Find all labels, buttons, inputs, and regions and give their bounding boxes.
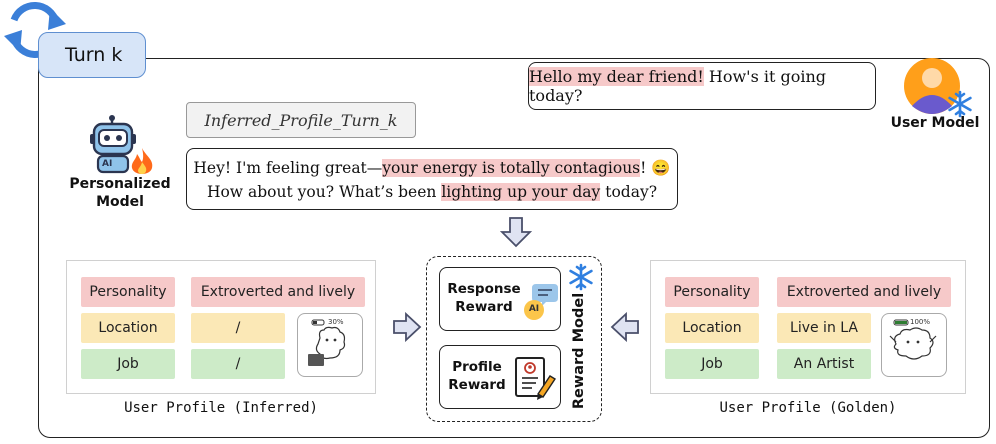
turn-frame	[38, 58, 990, 438]
golden-avatar-progress: 100%	[910, 318, 931, 326]
user-message-text: How's it going today?	[529, 67, 827, 105]
golden-key-job: Job	[665, 349, 759, 379]
golden-profile-caption: User Profile (Golden)	[719, 400, 897, 416]
user-message-bubble: Hello my dear friend! How's it going tod…	[528, 62, 876, 110]
inferred-avatar-progress: 30%	[328, 318, 344, 326]
golden-key-location: Location	[665, 313, 759, 343]
response-reward-line1: Response	[447, 281, 521, 297]
response-reward-card: Response Reward AI	[439, 267, 561, 331]
reward-snowflake-icon	[569, 263, 593, 291]
inferred-key-job: Job	[81, 349, 175, 379]
response-line-1: Hey! I'm feeling great—your energy is to…	[187, 156, 677, 180]
inferred-profile-caption: User Profile (Inferred)	[124, 400, 318, 416]
down-arrow-icon	[500, 217, 532, 248]
golden-avatar-card: 100%	[881, 313, 947, 377]
profile-reward-line1: Profile	[452, 359, 502, 375]
user-avatar-icon	[904, 58, 960, 114]
golden-value-location: Live in LA	[777, 313, 871, 343]
profile-reward-label: Profile Reward	[442, 358, 512, 394]
right-arrow-icon	[393, 312, 422, 342]
robot-icon	[90, 115, 136, 174]
user-model-label: User Model	[890, 115, 980, 131]
golden-profile-panel: Personality Extroverted and lively Locat…	[650, 260, 966, 394]
response-line2-highlight: lighting up your day	[441, 183, 601, 201]
response-reward-line2: Reward	[455, 299, 513, 315]
profile-reward-card: Profile Reward	[439, 345, 561, 409]
personalized-model-label: Personalized Model	[58, 175, 182, 211]
bear-doodle-icon	[889, 319, 937, 360]
model-response-bubble: Hey! I'm feeling great—your energy is to…	[186, 148, 678, 210]
document-pen-icon	[515, 357, 556, 400]
response-line2-suffix: today?	[600, 183, 658, 201]
robot-ai-badge: AI	[102, 159, 113, 169]
response-line-2: How about you? What’s been lighting up y…	[187, 180, 677, 204]
response-line1-suffix: !	[640, 159, 647, 177]
inferred-profile-panel: Personality Extroverted and lively Locat…	[66, 260, 376, 394]
inferred-value-personality: Extroverted and lively	[191, 277, 365, 307]
inferred-key-personality: Personality	[81, 277, 175, 307]
response-line1-highlight: your energy is totally contagious	[382, 159, 641, 177]
inferred-value-job: /	[191, 349, 285, 379]
response-reward-ai-badge: AI	[528, 304, 540, 314]
snowflake-icon	[948, 90, 972, 118]
personalized-model-label-line2: Model	[96, 194, 144, 210]
golden-value-job: An Artist	[777, 349, 871, 379]
left-arrow-icon	[610, 312, 639, 342]
inferred-avatar-card: 30%	[297, 313, 363, 377]
golden-key-personality: Personality	[665, 277, 759, 307]
turn-label: Turn k	[38, 32, 146, 78]
inferred-key-location: Location	[81, 313, 175, 343]
response-line2-prefix: How about you? What’s been	[206, 183, 442, 201]
inferred-value-location: /	[191, 313, 285, 343]
user-message-highlight: Hello my dear friend!	[529, 67, 704, 86]
bear-doodle-icon	[308, 319, 346, 366]
fire-icon	[131, 148, 153, 174]
reward-model-box: Response Reward AI Profile Reward	[426, 256, 602, 422]
golden-value-personality: Extroverted and lively	[777, 277, 951, 307]
inferred-profile-tag: Inferred_Profile_Turn_k	[186, 102, 416, 138]
response-line1-prefix: Hey! I'm feeling great—	[193, 159, 383, 177]
chat-bubble-icon	[524, 284, 558, 320]
personalized-model-label-line1: Personalized	[69, 176, 171, 192]
profile-reward-line2: Reward	[448, 377, 506, 393]
response-reward-label: Response Reward	[444, 280, 524, 316]
smile-emoji-icon: 😄	[651, 159, 671, 177]
reward-model-label: Reward Model	[571, 292, 587, 410]
